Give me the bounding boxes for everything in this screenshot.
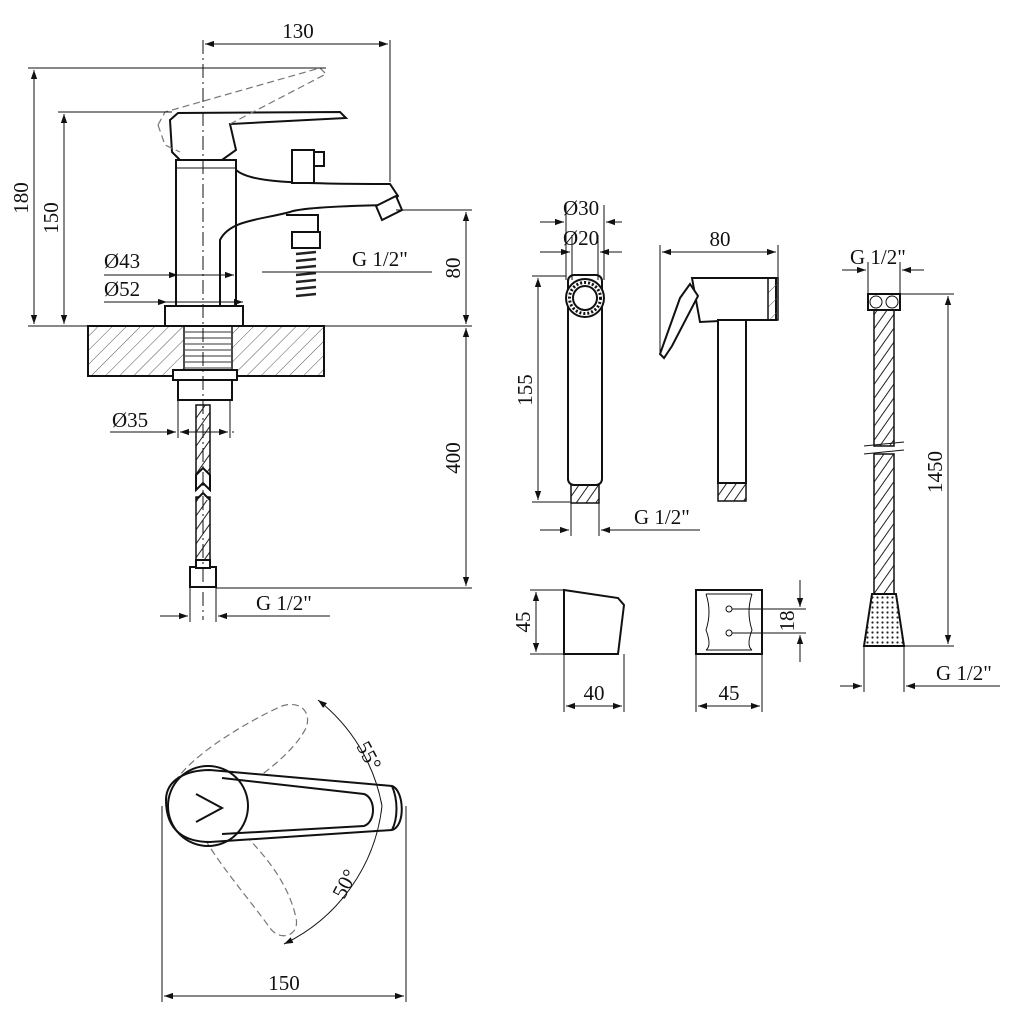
mounting-nut [172,369,238,381]
mounting-thread-lines [185,331,231,369]
dim-d35: Ø35 [112,408,148,432]
dim-45-bracket-width: 45 [719,681,740,705]
dim-shower-thread: G 1/2" [634,505,690,529]
mounting-washer [177,379,233,401]
dim-80-height: 80 [441,258,465,279]
supply-hose-upper [195,404,211,476]
lever-top-dimensions: 150 [161,806,407,1002]
wall-bracket-front-view [695,589,763,655]
hose-upper [873,309,895,447]
dim-hose-thread-bottom: G 1/2" [936,661,992,685]
dim-hose-thread: G 1/2" [256,591,312,615]
lever-handle-raised-ghost [157,67,328,126]
shower-outlet [286,214,319,232]
dim-150-height: 150 [39,202,63,234]
dim-d52: Ø52 [104,277,140,301]
wall-bracket-side-view [563,588,626,655]
shower-handle [717,319,747,484]
shower-head [690,277,777,324]
dim-150-width: 150 [268,971,300,995]
shower-hose [862,293,906,647]
bracket-front [695,589,763,655]
lever-ghost-50 [199,829,298,937]
dim-d20: Ø20 [563,226,599,250]
dim-1450: 1450 [923,451,947,493]
angle-arc-50 [283,805,383,945]
angle-arc-55 [317,699,383,807]
dim-spout-thread: G 1/2" [352,247,408,271]
hand-shower-front-view [565,274,605,504]
hand-shower-side-dimensions: 80 [659,227,779,352]
hand-shower-dimensions: Ø30 Ø20 155 G 1/2" [513,196,700,536]
dim-40: 40 [584,681,605,705]
diverter-knob[interactable] [291,149,315,184]
hose-lower [873,453,895,595]
lever-handle[interactable] [168,110,349,161]
shower-nozzle-inner [572,285,598,311]
dim-155: 155 [513,374,537,406]
mixer-front-view [87,40,404,620]
dim-130: 130 [282,19,314,43]
hose-cone [862,593,906,647]
mixer-body [175,159,237,306]
dim-d30: Ø30 [563,196,599,220]
dim-hose-thread-top: G 1/2" [850,245,906,269]
dim-18: 18 [775,611,799,632]
lever-top-view: 55° 50° [164,699,403,945]
hose-dimensions: G 1/2" 1450 G 1/2" [840,245,1000,692]
dim-d43: Ø43 [104,249,140,273]
mixer-dimensions: 130 180 150 Ø43 Ø52 G 1/2" 80 400 [9,19,472,622]
spout-nozzle [374,194,404,222]
angle-50-label: 50° [327,865,362,902]
bracket-side-dimensions: 45 40 [511,589,625,712]
shower-handle-thread [717,482,747,502]
dim-180: 180 [9,182,33,214]
shower-trigger[interactable] [658,282,700,360]
hand-shower-side-view [658,277,779,502]
dim-80-width: 80 [710,227,731,251]
bracket-front-dimensions: 18 45 [695,580,806,712]
hand-shower-thread [570,484,600,504]
dim-45-bracket-height: 45 [511,612,535,633]
shower-outlet-thread [295,250,317,298]
base-flange [164,305,244,327]
lever-pivot [167,765,249,847]
dim-400: 400 [441,442,465,474]
bracket-side [563,588,626,655]
spout [219,169,400,306]
